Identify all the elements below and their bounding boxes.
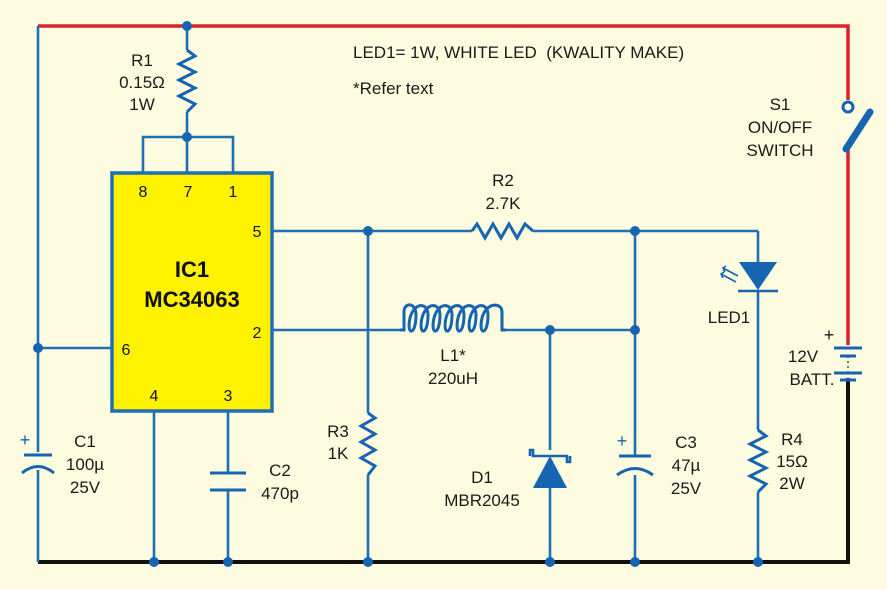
c3-plate-negative — [616, 467, 654, 477]
l1-inductor: L1* 220uH — [400, 303, 506, 388]
c1-value: 100µ — [66, 455, 104, 474]
led1-ref: LED1 — [708, 308, 751, 327]
ground-rail — [38, 378, 850, 564]
s1-label-line1: ON/OFF — [748, 118, 812, 137]
note-led-spec: LED1= 1W, WHITE LED (KWALITY MAKE) — [353, 43, 684, 62]
r4-ref: R4 — [781, 430, 803, 449]
led1-diode: LED1 — [708, 262, 778, 327]
junction-dots — [33, 21, 763, 567]
r4-resistor: R4 15Ω 2W — [746, 428, 808, 494]
c2-value: 470p — [261, 484, 299, 503]
r3-resistor-symbol — [357, 411, 379, 476]
r4-rating: 2W — [779, 474, 805, 493]
positive-rail — [38, 24, 850, 345]
ic-pin-8: 8 — [139, 184, 148, 201]
d1-diode-triangle — [533, 456, 567, 488]
r2-resistor-symbol — [470, 220, 534, 242]
ic1-ref: IC1 — [175, 257, 209, 282]
r4-resistor-symbol — [746, 428, 770, 494]
s1-switch: S1 ON/OFF SWITCH — [746, 95, 874, 160]
c3-rating: 25V — [671, 479, 702, 498]
r4-value: 15Ω — [776, 452, 808, 471]
s1-ref: S1 — [770, 95, 791, 114]
ic-pin-3: 3 — [224, 388, 233, 405]
ic-pin-6: 6 — [122, 342, 131, 359]
ic-pin-5: 5 — [253, 224, 262, 241]
c1-capacitor: + C1 100µ 25V — [20, 430, 105, 497]
d1-ref: D1 — [471, 468, 493, 487]
r2-ref: R2 — [492, 171, 514, 190]
c1-plate-negative — [21, 465, 55, 475]
battery-voltage: 12V — [788, 347, 819, 366]
r2-value: 2.7K — [486, 194, 522, 213]
r3-ref: R3 — [327, 422, 349, 441]
light-emission-icon — [719, 265, 739, 283]
battery-cells — [834, 346, 862, 382]
battery: + 12V BATT. — [788, 325, 862, 389]
ic-pin-2: 2 — [253, 325, 262, 342]
switch-lever — [842, 108, 874, 153]
c3-ref: C3 — [675, 433, 697, 452]
c1-rating: 25V — [70, 478, 101, 497]
battery-label: BATT. — [789, 370, 834, 389]
d1-schottky-diode: D1 MBR2045 — [444, 448, 572, 510]
r1-value: 0.15Ω — [119, 73, 165, 92]
r1-resistor-symbol — [175, 48, 199, 114]
r1-ref: R1 — [131, 51, 153, 70]
ic1-chip: IC1 MC34063 8 7 1 5 2 6 4 3 — [110, 171, 274, 413]
l1-inductor-symbol — [400, 303, 506, 333]
ic-pin-4: 4 — [150, 388, 159, 405]
ic-pin-7: 7 — [184, 184, 193, 201]
s1-label-line2: SWITCH — [746, 141, 813, 160]
ic-pin-1: 1 — [229, 184, 238, 201]
switch-contact — [841, 100, 855, 114]
c1-ref: C1 — [74, 432, 96, 451]
battery-polarity: + — [824, 325, 835, 345]
c3-capacitor: + C3 47µ 25V — [616, 431, 702, 498]
r1-resistor: R1 0.15Ω 1W — [119, 48, 199, 114]
c3-value: 47µ — [672, 456, 701, 475]
note-refer-text: *Refer text — [353, 79, 434, 98]
c3-polarity: + — [617, 431, 628, 451]
r1-rating: 1W — [129, 95, 155, 114]
r3-value: 1K — [328, 444, 349, 463]
l1-ref: L1* — [440, 346, 466, 365]
c1-polarity: + — [20, 430, 31, 450]
ic1-part: MC34063 — [144, 287, 239, 312]
c2-ref: C2 — [269, 461, 291, 480]
d1-schottky-bar — [528, 448, 572, 464]
r3-resistor: R3 1K — [327, 411, 379, 476]
signal-wires — [36, 26, 760, 562]
c2-capacitor: C2 470p — [210, 461, 299, 503]
r2-resistor: R2 2.7K — [470, 171, 534, 242]
led1-triangle — [739, 262, 777, 290]
d1-value: MBR2045 — [444, 491, 520, 510]
l1-value: 220uH — [428, 369, 478, 388]
